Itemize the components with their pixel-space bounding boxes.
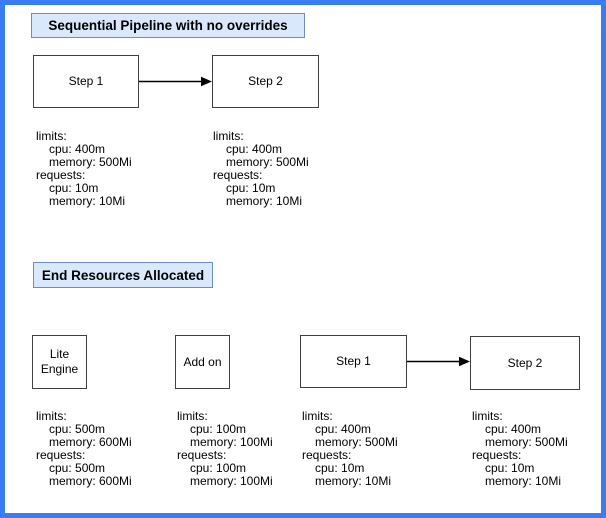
resource-line: limits:	[177, 409, 208, 423]
resource-line: cpu: 10m	[226, 181, 276, 195]
node-add-on: Add on	[175, 335, 230, 389]
resource-line: cpu: 10m	[315, 461, 365, 475]
resource-line: requests:	[213, 168, 263, 182]
resource-line: cpu: 500m	[49, 422, 106, 436]
node-lite-engine-label-line2: Engine	[40, 362, 79, 376]
pipeline-section-title: Sequential Pipeline with no overrides	[31, 13, 305, 38]
resource-line: cpu: 10m	[485, 461, 535, 475]
resource-line: limits:	[36, 129, 67, 143]
resource-line: cpu: 100m	[190, 422, 247, 436]
resource-line: memory: 600Mi	[49, 435, 132, 449]
resource-line: memory: 500Mi	[49, 155, 132, 169]
node-step1-end: Step 1	[300, 335, 407, 388]
resource-line: memory: 600Mi	[49, 474, 132, 488]
resources-step2-end: limits: cpu: 400m memory: 500Mi requests…	[472, 410, 568, 488]
resource-line: limits:	[302, 409, 333, 423]
resource-line: cpu: 400m	[315, 422, 372, 436]
resource-line: cpu: 500m	[49, 461, 106, 475]
resources-step2: limits: cpu: 400m memory: 500Mi requests…	[213, 130, 309, 208]
node-lite-engine: Lite Engine	[32, 335, 87, 389]
resource-line: memory: 500Mi	[485, 435, 568, 449]
resource-line: memory: 500Mi	[226, 155, 309, 169]
node-step1-end-label: Step 1	[336, 354, 371, 368]
resources-add-on: limits: cpu: 100m memory: 100Mi requests…	[177, 410, 273, 488]
node-add-on-label: Add on	[183, 354, 222, 369]
resource-line: requests:	[36, 168, 86, 182]
resource-line: memory: 10Mi	[485, 474, 562, 488]
resources-step1: limits: cpu: 400m memory: 500Mi requests…	[36, 130, 132, 208]
resource-line: requests:	[302, 448, 352, 462]
resource-line: memory: 10Mi	[315, 474, 392, 488]
resource-line: cpu: 400m	[49, 142, 106, 156]
node-step1: Step 1	[33, 55, 139, 108]
resource-line: requests:	[472, 448, 522, 462]
node-step1-label: Step 1	[68, 74, 104, 88]
resource-line: cpu: 400m	[226, 142, 283, 156]
resources-lite-engine: limits: cpu: 500m memory: 600Mi requests…	[36, 410, 132, 488]
resource-line: limits:	[472, 409, 503, 423]
resource-line: requests:	[36, 448, 86, 462]
node-step2-end-label: Step 2	[507, 355, 543, 370]
resource-line: memory: 100Mi	[190, 435, 273, 449]
resource-line: memory: 10Mi	[49, 194, 126, 208]
node-lite-engine-label-line1: Lite	[49, 347, 70, 361]
arrow-step1-to-step2	[139, 76, 212, 87]
resource-line: cpu: 100m	[190, 461, 247, 475]
resource-line: limits:	[36, 409, 67, 423]
resource-line: cpu: 10m	[49, 181, 99, 195]
resource-line: memory: 500Mi	[315, 435, 398, 449]
resource-line: memory: 100Mi	[190, 474, 273, 488]
resource-line: limits:	[213, 129, 244, 143]
resources-step1-end: limits: cpu: 400m memory: 500Mi requests…	[302, 410, 398, 488]
node-step2-end: Step 2	[470, 336, 580, 390]
end-section-title: End Resources Allocated	[33, 262, 213, 288]
arrow-step1-end-to-step2-end	[407, 356, 470, 367]
resource-line: cpu: 400m	[485, 422, 542, 436]
resource-line: requests:	[177, 448, 227, 462]
resource-line: memory: 10Mi	[226, 194, 303, 208]
node-step2: Step 2	[212, 55, 319, 108]
node-step2-label: Step 2	[248, 74, 283, 88]
